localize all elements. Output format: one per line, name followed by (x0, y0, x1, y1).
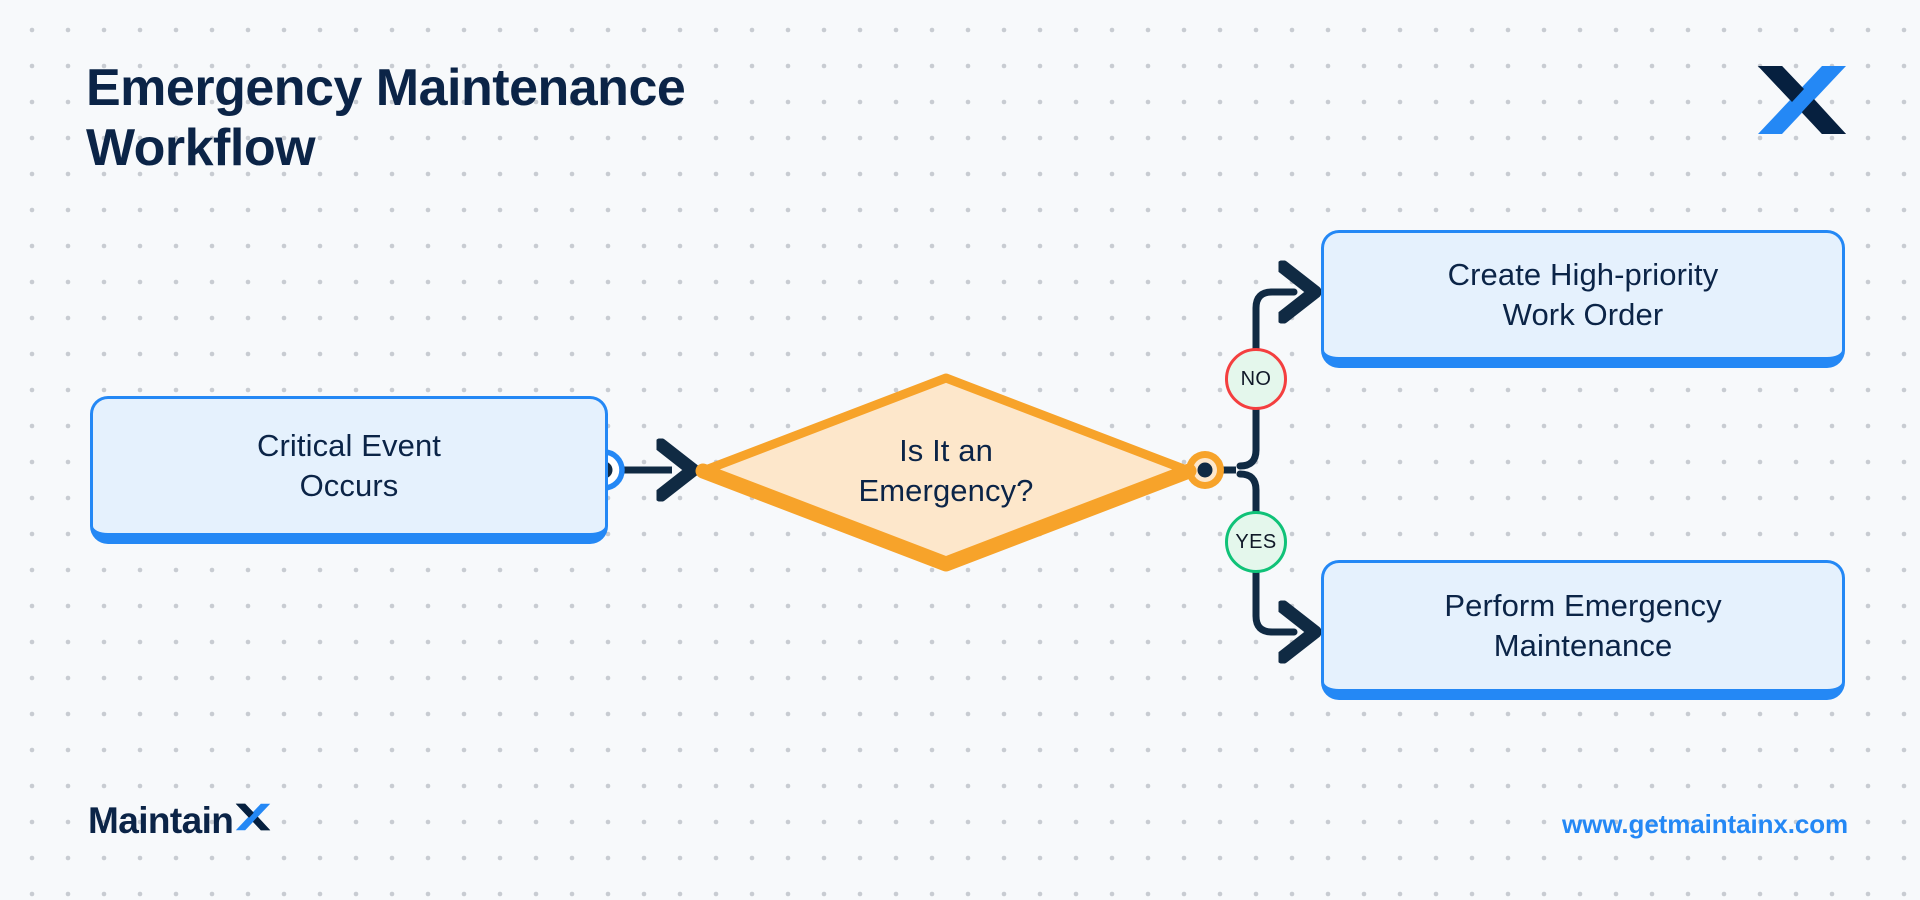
maintainx-wordmark: Maintain (88, 800, 271, 842)
flow-node-critical-event[interactable]: Critical Event Occurs (90, 396, 608, 544)
maintainx-x-logo-icon (236, 803, 271, 831)
branch-badge-yes[interactable]: YES (1225, 511, 1287, 573)
diamond-shape (695, 373, 1197, 572)
flow-node-decision-label: Is It an Emergency? (858, 433, 1034, 508)
maintainx-x-logo-icon (1758, 66, 1846, 134)
connector-decision-branches (1203, 292, 1294, 632)
flow-node-decision[interactable]: Is It an Emergency? (693, 368, 1199, 574)
wordmark-text: Maintain (88, 800, 234, 841)
flow-node-perform-maintenance[interactable]: Perform Emergency Maintenance (1321, 560, 1845, 700)
branch-badge-no[interactable]: NO (1225, 348, 1287, 410)
page-title: Emergency Maintenance Workflow (86, 59, 686, 178)
website-url[interactable]: www.getmaintainx.com (1562, 809, 1848, 839)
flow-node-create-work-order[interactable]: Create High-priority Work Order (1321, 230, 1845, 368)
